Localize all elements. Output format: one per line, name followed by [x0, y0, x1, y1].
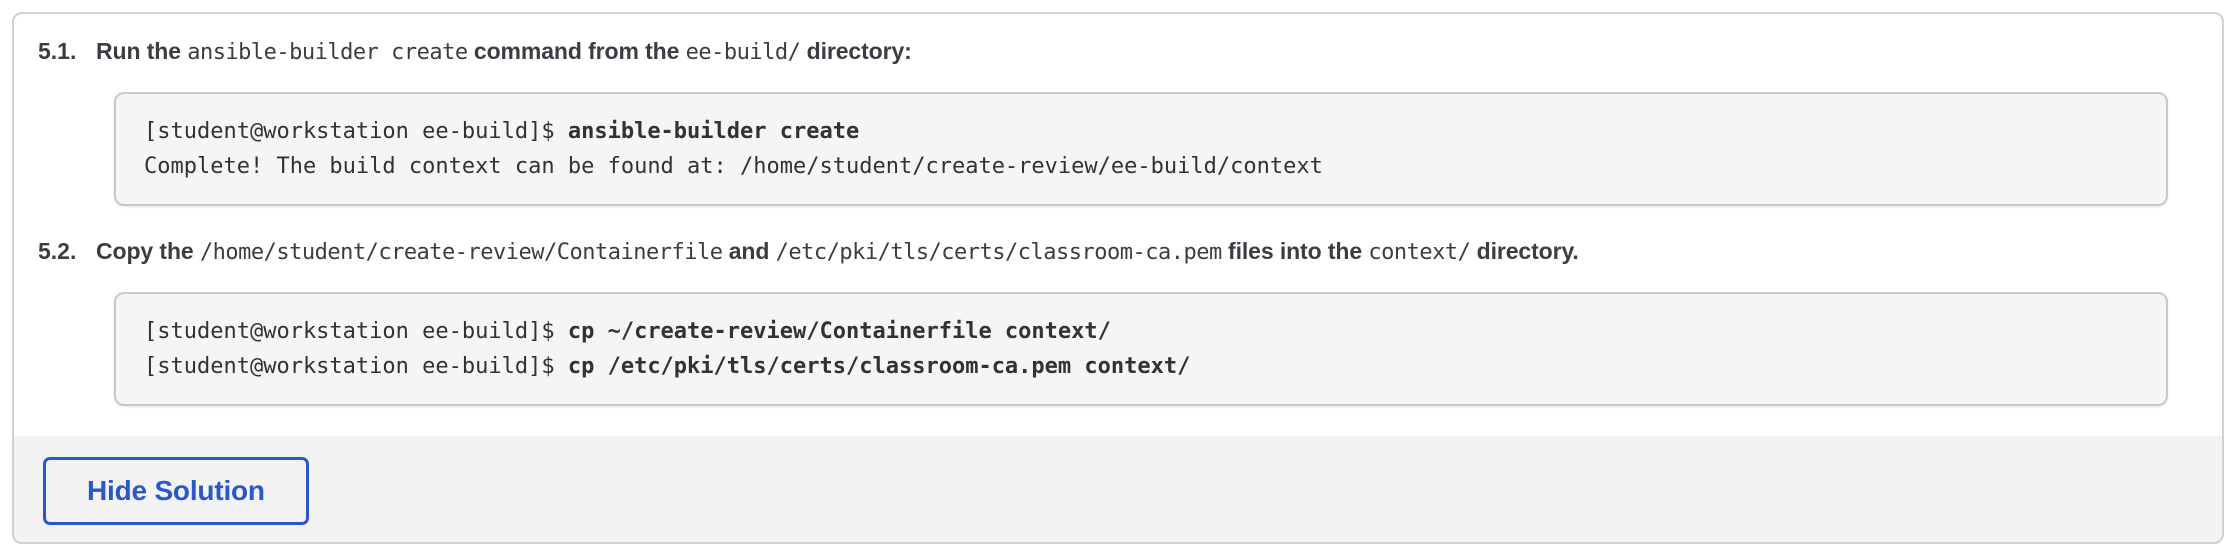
terminal-command: cp ~/create-review/Containerfile context… — [567, 319, 1111, 344]
terminal-text: [student@workstation ee-build]$ — [144, 119, 568, 144]
step-item: 5.2. Copy the /home/student/create-review… — [38, 236, 2196, 436]
inline-code: /home/student/create-review/Containerfil… — [199, 240, 723, 265]
step-number: 5.1. — [38, 38, 77, 64]
inline-code: ansible-builder create — [187, 40, 468, 65]
terminal-output: [student@workstation ee-build]$ cp ~/cre… — [114, 292, 2168, 406]
instruction-text: Run the — [96, 38, 188, 64]
terminal-command: cp /etc/pki/tls/certs/classroom-ca.pem c… — [567, 354, 1191, 379]
step-body: Copy the /home/student/create-review/Con… — [96, 236, 2196, 436]
step-instruction: Copy the /home/student/create-review/Con… — [96, 236, 2196, 268]
inline-code: context/ — [1368, 240, 1471, 265]
instruction-text: command from the — [467, 38, 686, 64]
step-body: Run the ansible-builder create command f… — [96, 36, 2196, 236]
hide-solution-button[interactable]: Hide Solution — [43, 457, 309, 525]
terminal-text: Complete! The build context can be found… — [144, 154, 1323, 179]
solution-steps-list: 5.1. Run the ansible-builder create comma… — [14, 14, 2222, 436]
terminal-text: [student@workstation ee-build]$ — [144, 354, 568, 379]
step-number: 5.2. — [38, 238, 77, 264]
instruction-text: directory. — [1470, 238, 1579, 264]
instruction-text: Copy the — [96, 238, 200, 264]
terminal-output: [student@workstation ee-build]$ ansible-… — [114, 92, 2168, 206]
solution-footer: Hide Solution — [14, 436, 2222, 542]
step-instruction: Run the ansible-builder create command f… — [96, 36, 2196, 68]
terminal-text: [student@workstation ee-build]$ — [144, 319, 568, 344]
instruction-text: directory: — [800, 38, 912, 64]
inline-code: ee-build/ — [685, 40, 801, 65]
instruction-text: and — [722, 238, 776, 264]
terminal-command: ansible-builder create — [567, 119, 860, 144]
instruction-text: files into the — [1221, 238, 1369, 264]
inline-code: /etc/pki/tls/certs/classroom-ca.pem — [775, 240, 1223, 265]
step-item: 5.1. Run the ansible-builder create comma… — [38, 36, 2196, 236]
solution-panel: 5.1. Run the ansible-builder create comma… — [12, 12, 2224, 544]
